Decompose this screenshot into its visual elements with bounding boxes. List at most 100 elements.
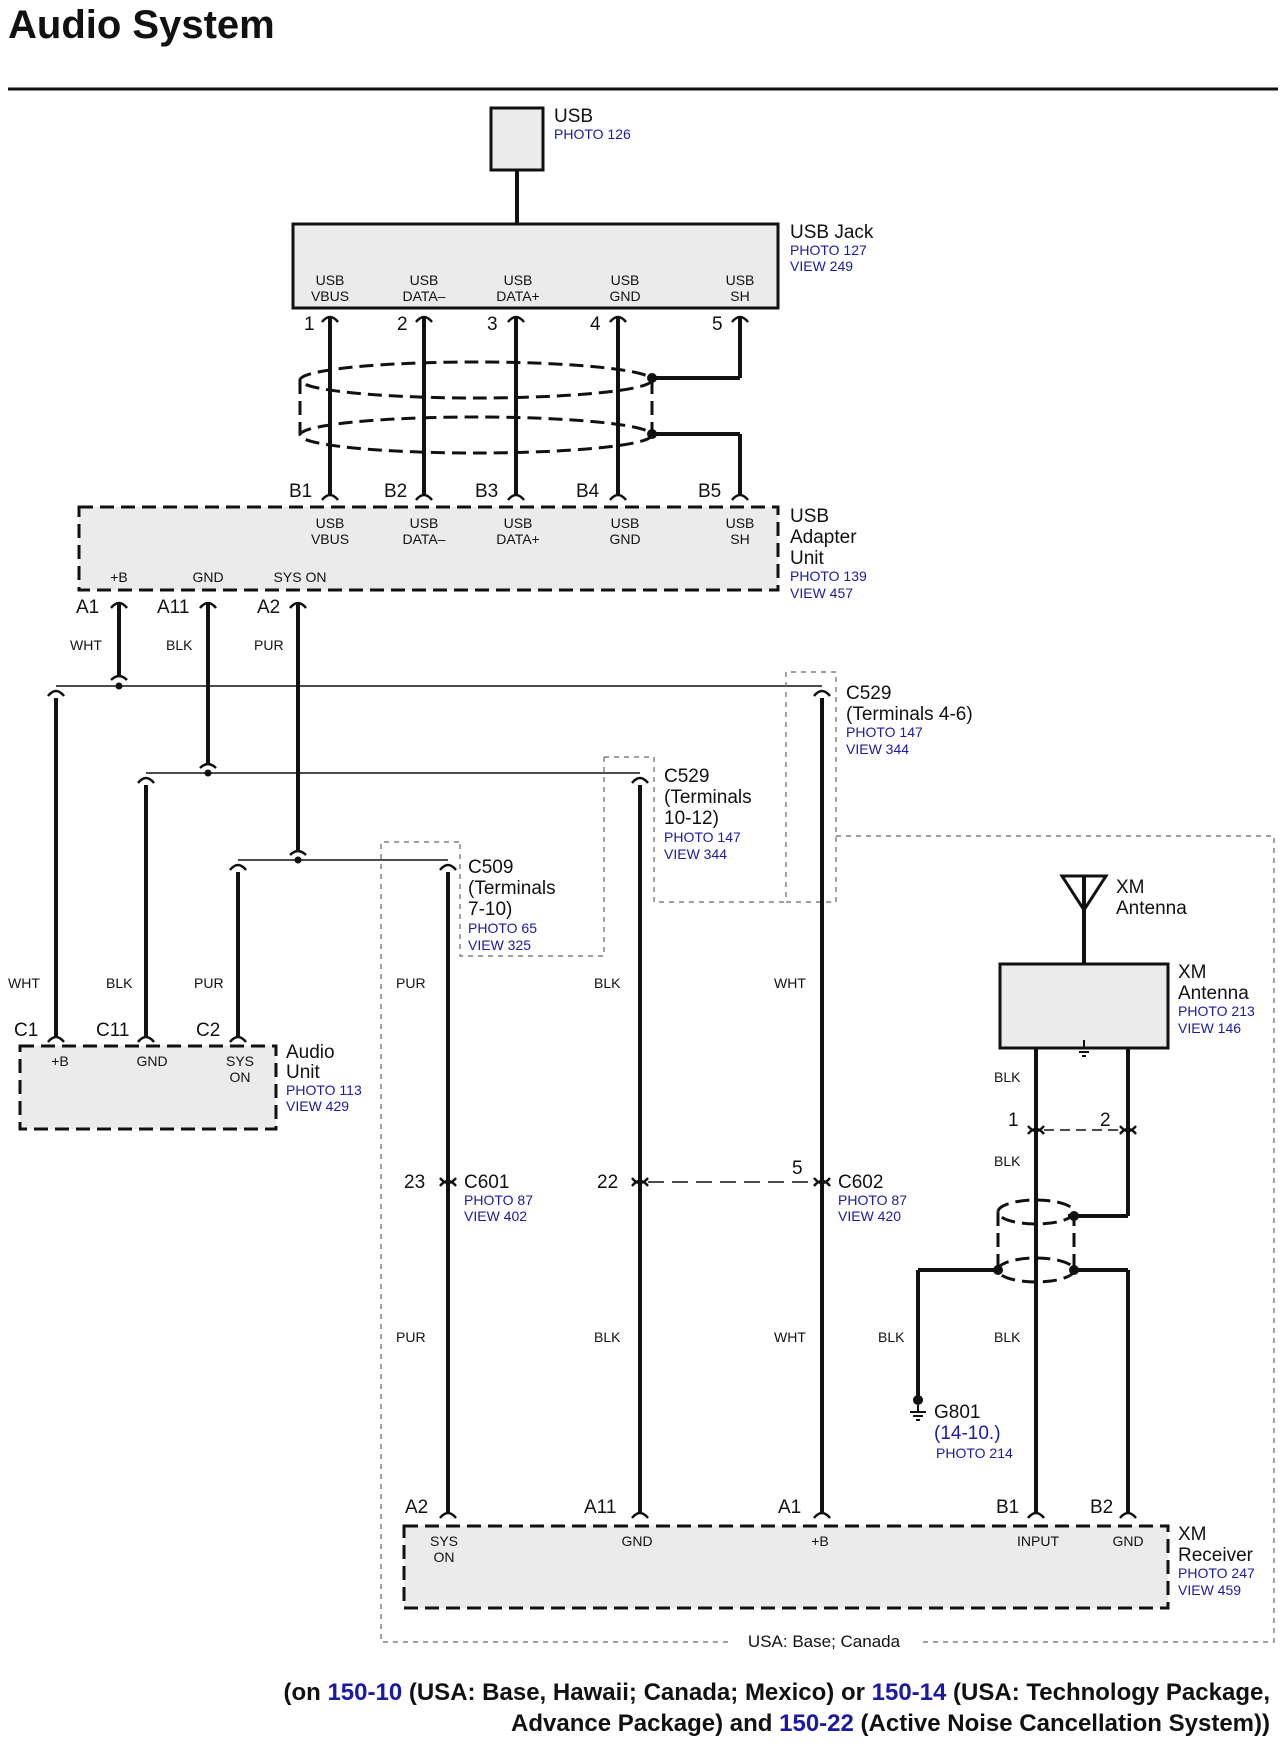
c509-name: C509 bbox=[468, 857, 513, 878]
c529-view-link[interactable]: VIEW 344 bbox=[846, 741, 909, 757]
xm-receiver-photo-link[interactable]: PHOTO 247 bbox=[1178, 1565, 1255, 1581]
g801-ground: G801 (14-10.) PHOTO 214 bbox=[910, 1395, 1013, 1461]
adapter-photo-link[interactable]: PHOTO 139 bbox=[790, 568, 867, 584]
c601-view-link[interactable]: VIEW 402 bbox=[464, 1208, 527, 1224]
usb-jack-pin-label: USB bbox=[504, 272, 533, 288]
c601-name: C601 bbox=[464, 1172, 509, 1193]
wire-color-label: WHT bbox=[774, 975, 806, 991]
adapter-top-pin: B3 bbox=[475, 481, 498, 502]
adapter-pin-label: USB bbox=[611, 515, 640, 531]
audio-unit-view-link[interactable]: VIEW 429 bbox=[286, 1098, 349, 1114]
xm-antenna-photo-link[interactable]: PHOTO 213 bbox=[1178, 1003, 1255, 1019]
audio-unit-label: SYS bbox=[226, 1053, 254, 1069]
g801-name: G801 bbox=[934, 1402, 980, 1423]
audio-unit: C1 C11 C2 +B GND SYS ON Audio Unit PHOTO… bbox=[14, 1020, 362, 1131]
antenna-symbol-label: XM bbox=[1116, 877, 1145, 898]
c602-photo-link[interactable]: PHOTO 87 bbox=[838, 1192, 907, 1208]
usb-cable bbox=[298, 318, 742, 494]
wire-color-label: BLK bbox=[994, 1329, 1021, 1345]
c529-name: C529 bbox=[846, 683, 891, 704]
c529-terminals-10-12: C529 (Terminals 10-12) PHOTO 147 VIEW 34… bbox=[664, 766, 752, 862]
adapter-name: Unit bbox=[790, 548, 825, 569]
usb-jack-pin-label: USB bbox=[410, 272, 439, 288]
audio-unit-pin: C1 bbox=[14, 1020, 38, 1041]
connector-zones bbox=[380, 671, 1275, 1643]
usb-jack-pin-label: DATA– bbox=[402, 288, 445, 304]
c602-view-link[interactable]: VIEW 420 bbox=[838, 1208, 901, 1224]
c602-pin: 22 bbox=[597, 1172, 618, 1193]
adapter-pin-label: USB bbox=[504, 515, 533, 531]
usb-jack-view-link[interactable]: VIEW 249 bbox=[790, 258, 853, 274]
wire-color-label: BLK bbox=[878, 1329, 905, 1345]
xm-receiver-pin: B1 bbox=[996, 1497, 1019, 1518]
usb-photo-link[interactable]: PHOTO 126 bbox=[554, 126, 631, 142]
c529-name: C529 bbox=[664, 766, 709, 787]
adapter-pin-label: USB bbox=[726, 515, 755, 531]
xm-receiver-box bbox=[402, 1524, 1170, 1610]
wire-color-label: PUR bbox=[396, 1329, 426, 1345]
wire-color-label: BLK bbox=[994, 1069, 1021, 1085]
usb-box bbox=[489, 106, 545, 172]
footer-text: (on bbox=[283, 1679, 327, 1706]
g801-ref-link[interactable]: (14-10.) bbox=[934, 1423, 1001, 1444]
adapter-pin-label: USB bbox=[410, 515, 439, 531]
footer-link-150-14[interactable]: 150-14 bbox=[872, 1679, 947, 1706]
g801-photo-link[interactable]: PHOTO 214 bbox=[936, 1445, 1013, 1461]
usb-jack-name: USB Jack bbox=[790, 222, 874, 243]
footer-text: (Active Noise Cancellation System)) bbox=[854, 1710, 1270, 1737]
xm-receiver-pin: A1 bbox=[778, 1497, 801, 1518]
xm-receiver-label: GND bbox=[621, 1533, 652, 1549]
zone-label: USA: Base; Canada bbox=[748, 1632, 901, 1651]
usb-jack-pin-label: DATA+ bbox=[496, 288, 539, 304]
usb-jack-pin-label: SH bbox=[730, 288, 749, 304]
c601-photo-link[interactable]: PHOTO 87 bbox=[464, 1192, 533, 1208]
footer-text: (USA: Technology Package, bbox=[946, 1679, 1270, 1706]
xm-antenna-pin: 1 bbox=[1008, 1110, 1019, 1131]
xm-receiver-pin: B2 bbox=[1090, 1497, 1113, 1518]
adapter-bottom-label: SYS ON bbox=[274, 569, 327, 585]
xm-receiver-name: Receiver bbox=[1178, 1545, 1254, 1566]
xm-receiver-feeds: PUR BLK WHT PUR BLK WHT bbox=[396, 698, 824, 1512]
usb-jack: USB Jack PHOTO 127 VIEW 249 USB VBUS USB… bbox=[291, 222, 874, 335]
c509-view-link[interactable]: VIEW 325 bbox=[468, 937, 531, 953]
cable-shield bbox=[298, 360, 654, 400]
footer-link-150-22[interactable]: 150-22 bbox=[779, 1710, 854, 1737]
usb-jack-pin-label: VBUS bbox=[311, 288, 349, 304]
adapter-terminals bbox=[110, 601, 307, 856]
xm-receiver-label: ON bbox=[434, 1549, 455, 1565]
adapter-output-wires: WHT BLK PUR bbox=[70, 604, 300, 850]
c529-photo-link[interactable]: PHOTO 147 bbox=[846, 724, 923, 740]
usb-jack-box bbox=[291, 222, 780, 310]
connector-buses bbox=[56, 682, 822, 864]
wire-color-label: BLK bbox=[594, 1329, 621, 1345]
usb-device: USB PHOTO 126 bbox=[489, 106, 631, 224]
footer-line-2: Advance Package) and 150-22 (Active Nois… bbox=[511, 1710, 1270, 1737]
wire-color-label: BLK bbox=[166, 637, 193, 653]
adapter-view-link[interactable]: VIEW 457 bbox=[790, 585, 853, 601]
usb-jack-pin-label: USB bbox=[611, 272, 640, 288]
c602-name: C602 bbox=[838, 1172, 883, 1193]
c601-pin: 23 bbox=[404, 1172, 425, 1193]
xm-antenna-pin: 2 bbox=[1100, 1110, 1111, 1131]
c529-view-link[interactable]: VIEW 344 bbox=[664, 846, 727, 862]
c602-pin: 5 bbox=[792, 1158, 803, 1179]
xm-receiver-label: INPUT bbox=[1017, 1533, 1059, 1549]
xm-receiver-pin: A2 bbox=[405, 1497, 428, 1518]
audio-unit-feeds: WHT BLK PUR bbox=[8, 689, 247, 1043]
c509-photo-link[interactable]: PHOTO 65 bbox=[468, 920, 537, 936]
xm-receiver-label: +B bbox=[811, 1533, 829, 1549]
audio-unit-photo-link[interactable]: PHOTO 113 bbox=[286, 1082, 362, 1098]
footer-link-150-10[interactable]: 150-10 bbox=[327, 1679, 402, 1706]
footer-text: Advance Package) and bbox=[511, 1710, 779, 1737]
xm-antenna-view-link[interactable]: VIEW 146 bbox=[1178, 1020, 1241, 1036]
usb-jack-photo-link[interactable]: PHOTO 127 bbox=[790, 242, 867, 258]
wire-color-label: BLK bbox=[594, 975, 621, 991]
adapter-bottom-label: +B bbox=[110, 569, 128, 585]
zone-label-bg bbox=[728, 1628, 920, 1652]
c529-photo-link[interactable]: PHOTO 147 bbox=[664, 829, 741, 845]
xm-receiver-view-link[interactable]: VIEW 459 bbox=[1178, 1582, 1241, 1598]
adapter-pin-label: SH bbox=[730, 531, 749, 547]
wire-color-label: WHT bbox=[774, 1329, 806, 1345]
adapter-name: USB bbox=[790, 506, 829, 527]
